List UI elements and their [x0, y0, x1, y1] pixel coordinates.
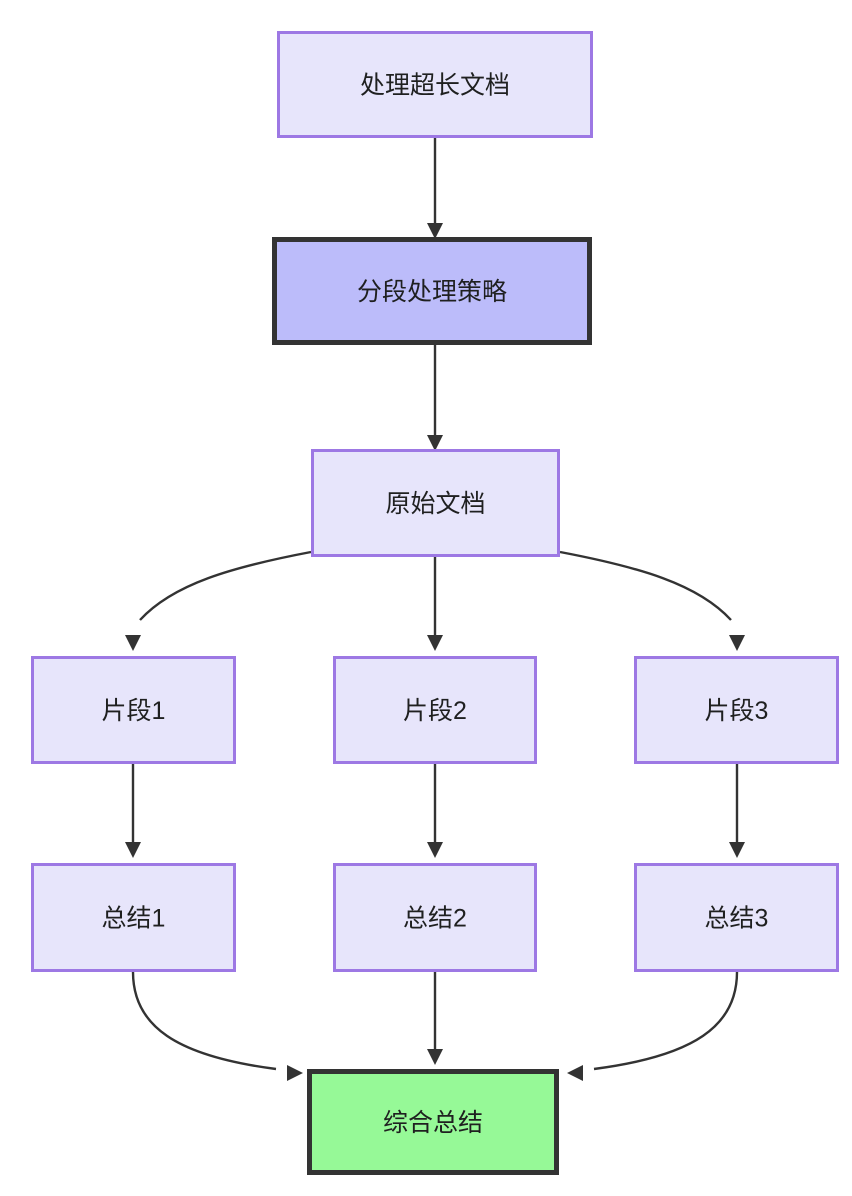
arrowhead-icon [427, 635, 443, 651]
node-chunk-2[interactable]: 片段2 [333, 656, 537, 764]
edge-chunk-1-to-summary-1 [125, 764, 141, 858]
edge-chunk-3-to-summary-3 [729, 764, 745, 858]
node-summary-1[interactable]: 总结1 [31, 863, 236, 972]
node-source-doc[interactable]: 原始文档 [311, 449, 560, 557]
node-box[interactable] [31, 656, 236, 764]
node-label: 总结3 [705, 905, 769, 933]
edge-source-doc-to-chunk-1 [125, 550, 312, 651]
node-box[interactable] [634, 656, 839, 764]
node-chunk-3[interactable]: 片段3 [634, 656, 839, 764]
node-label: 原始文档 [385, 490, 485, 518]
node-box[interactable] [307, 1069, 559, 1175]
node-strategy[interactable]: 分段处理策略 [272, 237, 592, 345]
node-label: 片段2 [403, 697, 467, 725]
node-chunk-1[interactable]: 片段1 [31, 656, 236, 764]
edge-source-doc-to-chunk-2 [427, 557, 443, 651]
node-summary-2[interactable]: 总结2 [333, 863, 537, 972]
arrowhead-icon [427, 223, 443, 239]
edge-doc-long-to-strategy [427, 138, 443, 239]
node-box[interactable] [272, 237, 592, 345]
node-label: 片段3 [705, 697, 769, 725]
node-box[interactable] [277, 31, 593, 138]
edge-line [593, 971, 739, 1071]
node-final-summary[interactable]: 综合总结 [307, 1069, 559, 1175]
edge-chunk-2-to-summary-2 [427, 764, 443, 858]
node-summary-3[interactable]: 总结3 [634, 863, 839, 972]
edges-layer [125, 138, 745, 1081]
node-doc-long[interactable]: 处理超长文档 [277, 31, 593, 138]
arrowhead-icon [427, 842, 443, 858]
edge-source-doc-to-chunk-3 [559, 550, 745, 651]
node-label: 总结2 [403, 905, 467, 933]
arrowhead-icon [287, 1065, 303, 1081]
edge-line [559, 550, 732, 621]
arrowhead-icon [729, 635, 745, 651]
edge-strategy-to-source-doc [427, 345, 443, 451]
arrowhead-icon [729, 842, 745, 858]
arrowhead-icon [427, 435, 443, 451]
arrowhead-icon [427, 1049, 443, 1065]
node-box[interactable] [333, 863, 537, 972]
edge-summary-1-to-final-summary [131, 971, 303, 1081]
node-label: 处理超长文档 [360, 72, 510, 100]
edge-line [139, 550, 312, 621]
arrowhead-icon [125, 842, 141, 858]
arrowhead-icon [125, 635, 141, 651]
node-label: 总结1 [102, 905, 166, 933]
node-box[interactable] [31, 863, 236, 972]
edge-summary-3-to-final-summary [567, 971, 739, 1081]
node-box[interactable] [333, 656, 537, 764]
node-box[interactable] [634, 863, 839, 972]
edge-summary-2-to-final-summary [427, 972, 443, 1065]
node-box[interactable] [311, 449, 560, 557]
arrowhead-icon [567, 1065, 583, 1081]
node-label: 片段1 [102, 697, 166, 725]
node-label: 分段处理策略 [357, 278, 507, 306]
node-label: 综合总结 [383, 1109, 483, 1137]
edge-line [131, 971, 277, 1071]
